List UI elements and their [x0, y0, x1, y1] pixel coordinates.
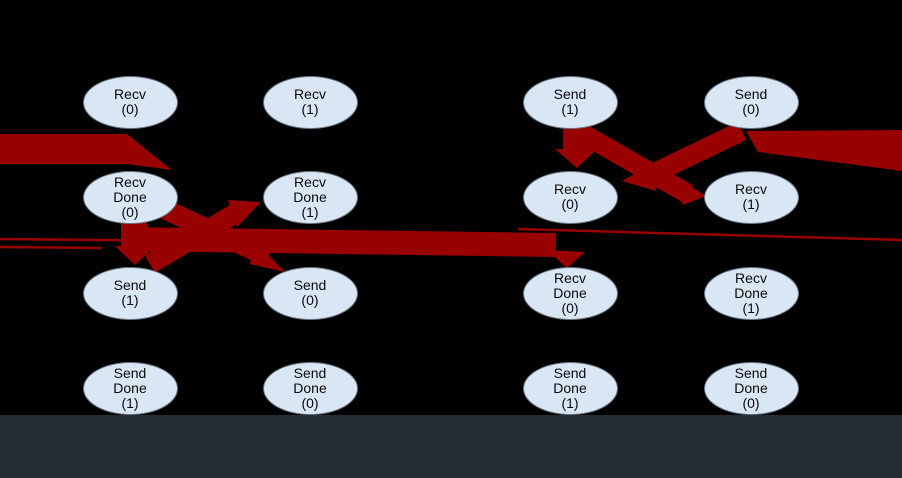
node-p0-recvdone0: Recv Done (0): [82, 170, 178, 224]
node-p3-recvdone1: Recv Done (1): [703, 266, 799, 320]
node-p0-senddone1: Send Done (1): [82, 361, 178, 415]
edge-thin-edge-left-lower: [0, 245, 103, 250]
node-p3-senddone0: Send Done (0): [703, 361, 799, 415]
edge-p3-send0-to-offscreen-right-band: [746, 130, 902, 171]
edge-thin-edge-right: [517, 227, 902, 242]
edge-offscreen-left-to-p0-recvdone0: [0, 134, 172, 170]
edge-p2-send1-to-p3-recv1-shaft: [573, 122, 693, 203]
node-p3-recv1: Recv (1): [703, 170, 799, 224]
edge-p0-to-p2-recvdone0-head: [547, 250, 585, 268]
node-p0-send1: Send (1): [82, 266, 178, 320]
node-p2-recvdone0: Recv Done (0): [522, 266, 618, 320]
node-p3-send0: Send (0): [703, 75, 799, 129]
edge-p2-send1-to-p2-recv0-head: [555, 149, 597, 168]
edge-p0-send1-to-p1-recvdone1-head: [228, 200, 261, 227]
node-p2-senddone1: Send Done (1): [522, 361, 618, 415]
edge-p0-to-p2-recvdone0-band: [126, 227, 556, 257]
edge-p2-send1-to-p3-recv1-head: [676, 177, 706, 205]
edge-p3-send0-to-p2-recv0-head: [622, 164, 656, 191]
node-p1-recv1: Recv (1): [262, 75, 358, 129]
footer-bar: [0, 415, 902, 478]
node-p1-send0: Send (0): [262, 266, 358, 320]
node-p1-recvdone1: Recv Done (1): [262, 170, 358, 224]
node-p0-recv0: Recv (0): [82, 75, 178, 129]
node-p2-recv0: Recv (0): [522, 170, 618, 224]
edge-p3-send0-to-p2-recv0-shaft: [643, 121, 747, 186]
node-p2-send1: Send (1): [522, 75, 618, 129]
edge-thin-edge-left-upper: [0, 237, 197, 243]
node-p1-senddone0: Send Done (0): [262, 361, 358, 415]
